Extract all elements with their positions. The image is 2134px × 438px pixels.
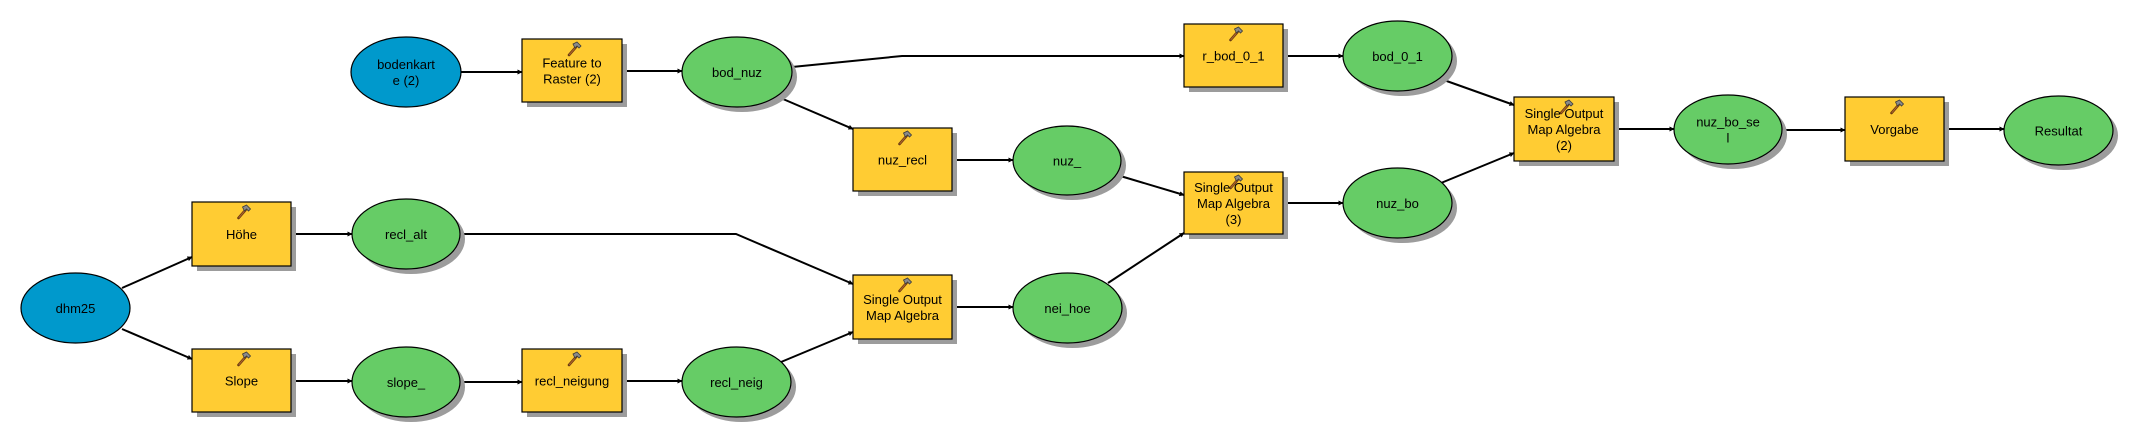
- node-label: dhm25: [56, 301, 96, 316]
- node-recl-neig[interactable]: recl_neig: [681, 346, 796, 422]
- hammer-icon: [1890, 99, 1905, 115]
- derived-data-ellipse[interactable]: [1342, 167, 1453, 239]
- derived-data-ellipse[interactable]: [2003, 95, 2114, 166]
- node-dhm25[interactable]: dhm25: [20, 272, 131, 344]
- edges-layer: [121, 53, 2005, 385]
- node-label: Vorgabe: [1870, 122, 1918, 137]
- node-nuz-bo[interactable]: nuz_bo: [1342, 167, 1457, 243]
- hammer-icon: [1229, 26, 1244, 42]
- hammer-icon: [898, 277, 913, 293]
- connector-nuz_-to-soma3[interactable]: [1116, 174, 1185, 197]
- connector-nei_hoe-to-soma3[interactable]: [1107, 232, 1185, 284]
- derived-data-ellipse[interactable]: [351, 346, 461, 418]
- node-label: Single Output: [1194, 180, 1273, 195]
- connector-bod_nuz-to-nuz_recl[interactable]: [775, 95, 854, 130]
- input-data-ellipse[interactable]: [350, 36, 462, 108]
- node-label: recl_neigung: [535, 374, 609, 389]
- node-nuz-bo-sel[interactable]: nuz_bo_sel: [1673, 94, 1787, 169]
- node-label: bod_nuz: [712, 65, 762, 80]
- derived-data-ellipse[interactable]: [681, 346, 792, 418]
- node-recl-neigung[interactable]: recl_neigung: [521, 348, 627, 417]
- node-r-bod-0-1[interactable]: r_bod_0_1: [1183, 23, 1288, 92]
- node-label: e (2): [393, 73, 420, 88]
- node-label: Map Algebra: [1197, 196, 1271, 211]
- node-resultat[interactable]: Resultat: [2003, 95, 2118, 170]
- hammer-icon: [898, 130, 913, 146]
- node-label: (2): [1556, 138, 1572, 153]
- tool-box[interactable]: [521, 38, 623, 103]
- node-label: Raster (2): [543, 72, 601, 87]
- tool-box[interactable]: [852, 274, 953, 340]
- node-label: slope_: [387, 375, 426, 390]
- node-label: Resultat: [2035, 124, 2083, 139]
- node-label: Single Output: [863, 292, 942, 307]
- node-label: (3): [1226, 212, 1242, 227]
- node-label: bodenkart: [377, 57, 435, 72]
- input-data-ellipse[interactable]: [20, 272, 131, 344]
- node-label: Single Output: [1525, 106, 1604, 121]
- connector-recl_neig-to-soma[interactable]: [780, 331, 854, 363]
- node-label: Höhe: [226, 227, 257, 242]
- derived-data-ellipse[interactable]: [1012, 125, 1122, 196]
- node-label: nuz_bo_se: [1696, 115, 1760, 130]
- node-label: nei_hoe: [1044, 301, 1090, 316]
- node-label: recl_alt: [385, 227, 427, 242]
- node-hoehe[interactable]: Höhe: [191, 201, 296, 271]
- node-nuz-recl[interactable]: nuz_recl: [852, 127, 957, 196]
- node-bod-nuz[interactable]: bod_nuz: [681, 36, 797, 112]
- hammer-icon: [237, 351, 252, 367]
- connector-bod_0_1-to-soma2[interactable]: [1440, 78, 1515, 106]
- derived-data-ellipse[interactable]: [1342, 20, 1453, 92]
- hammer-icon: [567, 41, 582, 57]
- node-label: l: [1727, 131, 1730, 146]
- node-label: Map Algebra: [1528, 122, 1602, 137]
- connector-bod_nuz-to-r_bod_0_1[interactable]: [791, 53, 1185, 68]
- node-label: bod_0_1: [1372, 49, 1423, 64]
- derived-data-ellipse[interactable]: [351, 198, 461, 270]
- hammer-icon: [1229, 174, 1244, 190]
- tool-box[interactable]: [521, 348, 623, 413]
- tool-box[interactable]: [1183, 23, 1284, 88]
- connector-dhm25-to-slope[interactable]: [121, 328, 193, 360]
- node-nei-hoe[interactable]: nei_hoe: [1012, 272, 1127, 348]
- connector-recl_alt-to-soma[interactable]: [460, 233, 854, 285]
- tool-box[interactable]: [1183, 171, 1284, 235]
- hammer-icon: [1559, 99, 1574, 115]
- hammer-icon: [237, 204, 252, 220]
- node-nuz-[interactable]: nuz_: [1012, 125, 1126, 200]
- node-label: nuz_recl: [878, 153, 927, 168]
- node-label: nuz_: [1053, 154, 1082, 169]
- connector-dhm25-to-hoehe[interactable]: [121, 256, 193, 289]
- tool-box[interactable]: [191, 201, 292, 267]
- derived-data-ellipse[interactable]: [681, 36, 793, 108]
- node-slope[interactable]: Slope: [191, 348, 296, 417]
- node-label: recl_neig: [710, 375, 763, 390]
- node-label: nuz_bo: [1376, 196, 1419, 211]
- node-label: Slope: [225, 374, 258, 389]
- derived-data-ellipse[interactable]: [1012, 272, 1123, 344]
- node-recl-alt[interactable]: recl_alt: [351, 198, 465, 274]
- derived-data-ellipse[interactable]: [1673, 94, 1783, 165]
- node-label: Feature to: [542, 56, 601, 71]
- hammer-icon: [567, 351, 582, 367]
- tool-box[interactable]: [852, 127, 953, 192]
- node-vorgabe[interactable]: Vorgabe: [1844, 96, 1949, 166]
- node-slope-[interactable]: slope_: [351, 346, 465, 422]
- node-label: Map Algebra: [866, 308, 940, 323]
- tool-box[interactable]: [191, 348, 292, 413]
- node-bod-0-1[interactable]: bod_0_1: [1342, 20, 1457, 96]
- node-label: r_bod_0_1: [1202, 49, 1264, 64]
- connector-nuz_bo-to-soma2[interactable]: [1440, 152, 1515, 184]
